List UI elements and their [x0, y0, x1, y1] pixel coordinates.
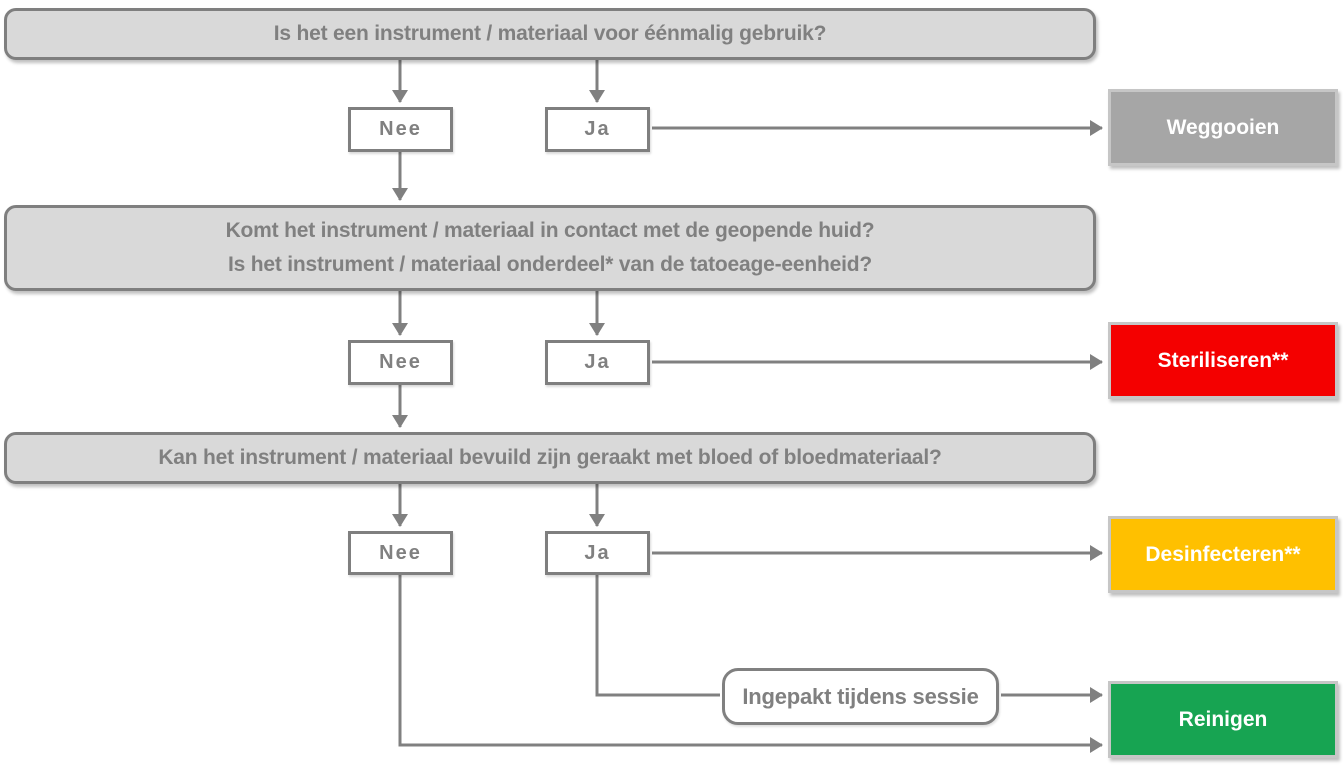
answer-label: Ja	[584, 351, 611, 373]
answer-yes-3: Ja	[545, 531, 650, 575]
answer-yes-1: Ja	[545, 107, 650, 152]
answer-label: Nee	[379, 118, 422, 140]
answer-label: Ja	[584, 541, 611, 564]
question-text: Kan het instrument / materiaal bevuild z…	[158, 446, 942, 470]
outcome-clean: Reinigen	[1108, 681, 1338, 758]
answer-no-1: Nee	[348, 107, 453, 152]
outcome-label: Desinfecteren**	[1145, 542, 1301, 566]
outcome-disinfect: Desinfecteren**	[1108, 516, 1338, 593]
answer-label: Ja	[584, 118, 611, 140]
question-text: Is het een instrument / materiaal voor é…	[273, 22, 827, 46]
condition-label: Ingepakt tijdens sessie	[742, 683, 979, 709]
outcome-label: Reinigen	[1178, 707, 1268, 731]
answer-label: Nee	[379, 541, 422, 564]
question-single-use: Is het een instrument / materiaal voor é…	[4, 8, 1096, 60]
question-skin-contact: Komt het instrument / materiaal in conta…	[4, 205, 1096, 291]
answer-yes-2: Ja	[545, 340, 650, 385]
outcome-discard: Weggooien	[1108, 89, 1338, 166]
condition-packed-during-session: Ingepakt tijdens sessie	[722, 668, 999, 725]
outcome-label: Steriliseren**	[1157, 348, 1289, 372]
question-text-line2: Is het instrument / materiaal onderdeel*…	[227, 253, 872, 276]
answer-no-2: Nee	[348, 340, 453, 385]
answer-label: Nee	[379, 351, 422, 373]
question-text-line1: Komt het instrument / materiaal in conta…	[225, 219, 875, 243]
question-blood-contamination: Kan het instrument / materiaal bevuild z…	[4, 432, 1096, 484]
outcome-sterilize: Steriliseren**	[1108, 322, 1338, 399]
answer-no-3: Nee	[348, 531, 453, 575]
outcome-label: Weggooien	[1166, 115, 1280, 139]
